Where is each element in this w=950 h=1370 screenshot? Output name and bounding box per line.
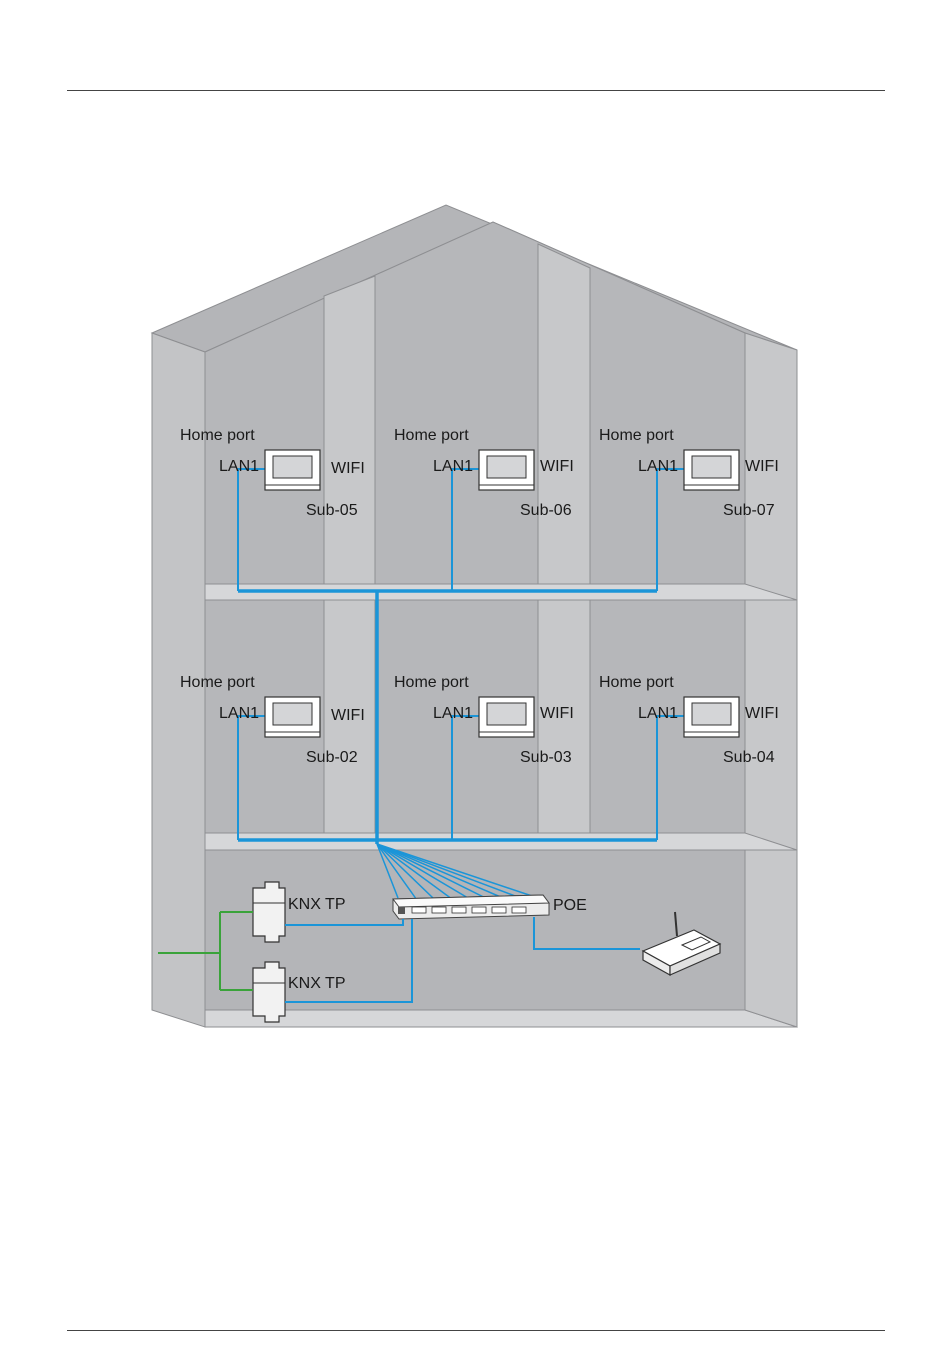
switch-port [492,907,506,913]
monitor-icon [479,697,534,737]
home-port-label: Home port [599,674,674,691]
sub-label: Sub-05 [306,502,358,519]
home-port-label: Home port [180,674,255,691]
knx-label-1: KNX TP [288,896,346,913]
lan-label: LAN1 [219,705,259,722]
sub-label: Sub-02 [306,749,358,766]
basement-right [745,850,797,1027]
switch-port [452,907,466,913]
monitor-icon [265,450,320,490]
knx-module-icon [253,882,285,942]
basement-back [205,850,745,1010]
sub-label: Sub-06 [520,502,572,519]
lan-label: LAN1 [219,458,259,475]
switch-port [512,907,526,913]
monitor-icon [684,697,739,737]
monitor-icon [479,450,534,490]
switch-port [432,907,446,913]
wifi-label: WIFI [331,707,365,724]
wifi-label: WIFI [745,705,779,722]
monitor-icon [684,450,739,490]
knx-label-2: KNX TP [288,975,346,992]
poe-label: POE [553,897,587,914]
lan-label: LAN1 [433,458,473,475]
switch-led [398,907,405,914]
home-port-label: Home port [394,674,469,691]
monitor-icon [265,697,320,737]
home-port-label: Home port [599,427,674,444]
wifi-label: WIFI [540,458,574,475]
switch-port [472,907,486,913]
knx-module-icon [253,962,285,1022]
wifi-label: WIFI [540,705,574,722]
lan-label: LAN1 [638,705,678,722]
sub-label: Sub-07 [723,502,775,519]
sub-label: Sub-03 [520,749,572,766]
lan-label: LAN1 [638,458,678,475]
wifi-label: WIFI [745,458,779,475]
floor-slab-ground [205,1010,797,1027]
home-port-label: Home port [180,427,255,444]
home-port-label: Home port [394,427,469,444]
sub-label: Sub-04 [723,749,775,766]
wifi-label: WIFI [331,460,365,477]
lan-label: LAN1 [433,705,473,722]
switch-port [412,907,426,913]
poe-switch-icon [393,895,549,919]
